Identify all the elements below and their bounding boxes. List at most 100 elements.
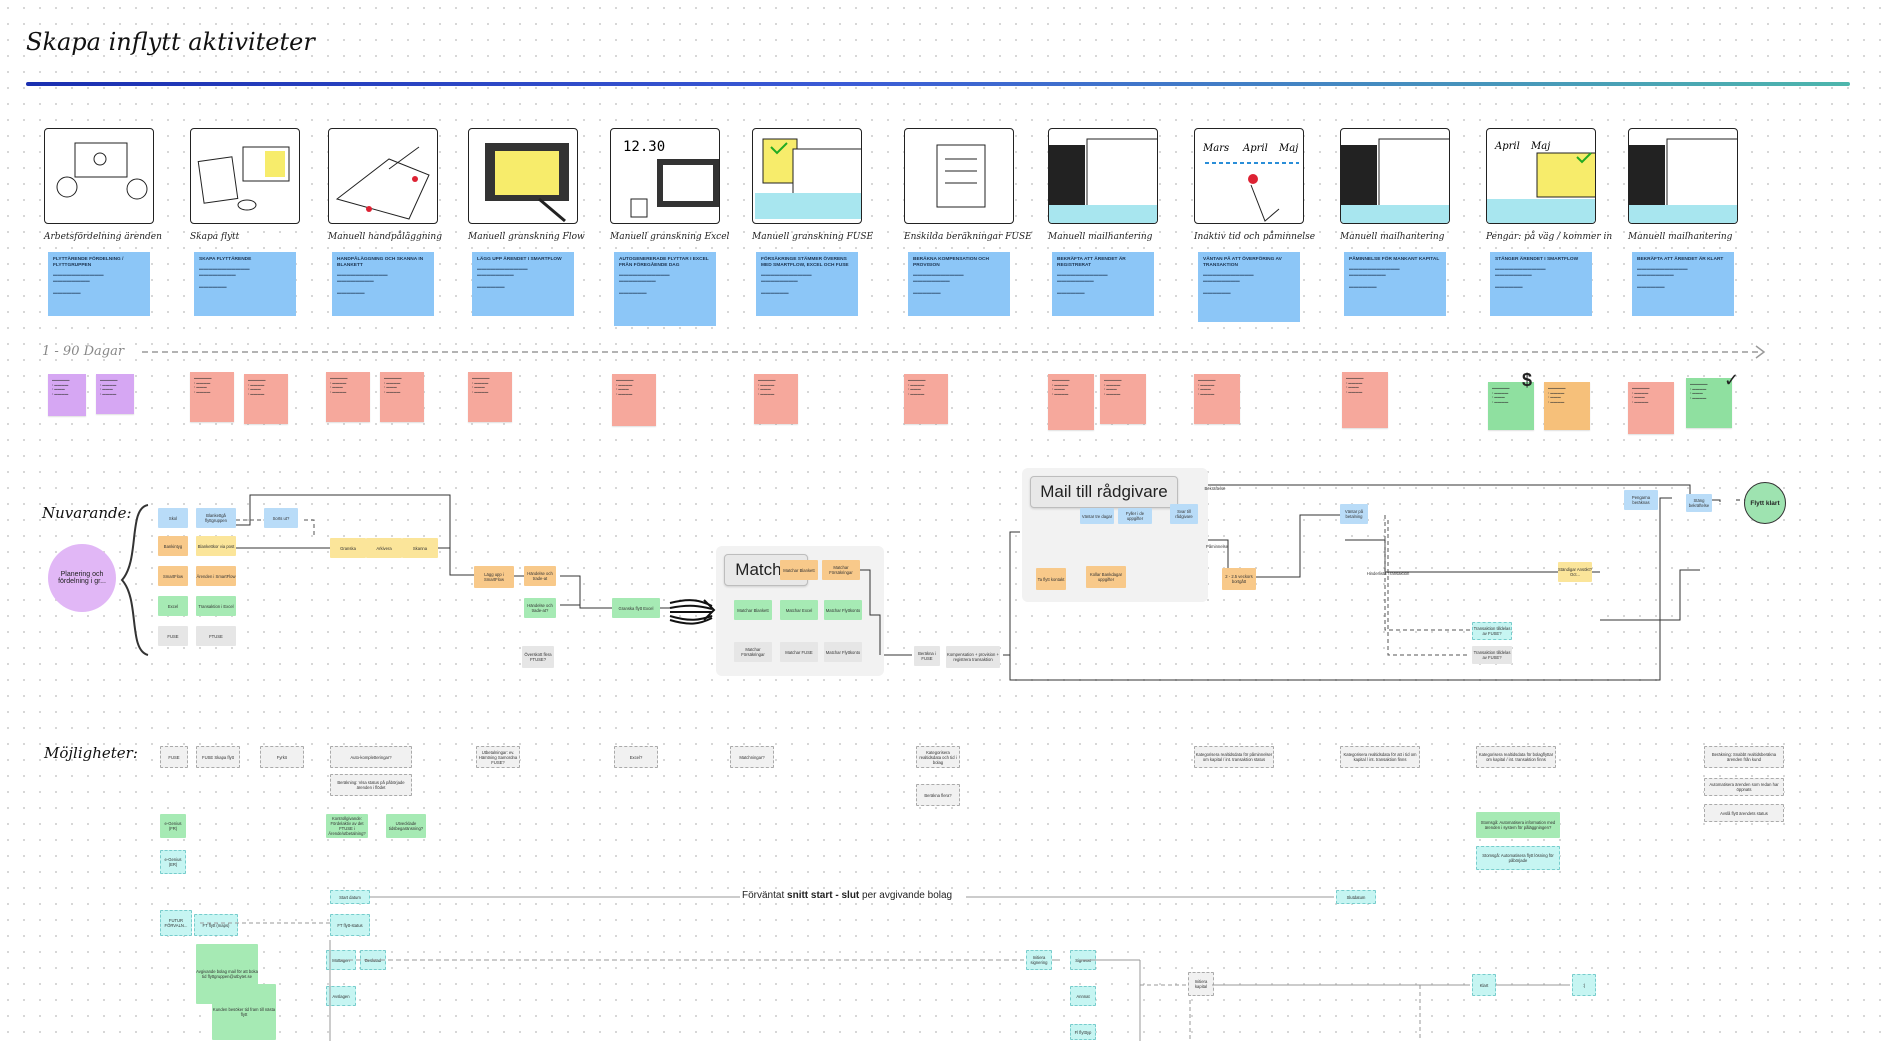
opportunity-node[interactable]: FUTUR FÖRVALN... xyxy=(160,910,192,936)
edge-label[interactable]: Påminnelse xyxy=(1206,543,1228,549)
opportunity-node[interactable]: Kategorisera realtidsdata för bolagflytt… xyxy=(1476,746,1556,768)
process-node[interactable]: Stäng bekräftelse xyxy=(1686,494,1712,512)
start-circle[interactable]: Planering och fördelning i gr... xyxy=(48,544,116,612)
opportunity-node[interactable]: Fl flytttyp xyxy=(1070,1024,1096,1040)
sticky-note[interactable]: ▬▬▬▬▬• ▬▬▬▬• ▬▬▬• ▬▬▬▬ xyxy=(1686,378,1732,428)
opportunity-node[interactable]: Initiera kapital xyxy=(1188,972,1214,996)
process-node[interactable]: Granska flytt Excel xyxy=(612,598,660,618)
opportunity-node[interactable]: Start datum xyxy=(330,890,370,904)
process-node[interactable]: Kompensation + provision + registrera tr… xyxy=(946,646,1000,668)
step-card[interactable]: FÖRSÄKRINGE STÄMMER ÖVERENS MED SMARTFLO… xyxy=(756,252,858,316)
opportunity-node[interactable]: Kontrollgivande: Fördelaktiv av det FTUS… xyxy=(326,814,368,838)
process-node[interactable]: Beräkna i FUSE xyxy=(914,646,940,666)
edge-label[interactable]: Bekräftelse xyxy=(1204,485,1226,491)
opportunity-node[interactable]: Auto-kompletteringar? xyxy=(330,746,412,768)
source-node[interactable]: FUSE xyxy=(158,626,188,646)
sticky-note[interactable]: ▬▬▬▬▬• ▬▬▬▬• ▬▬▬• ▬▬▬▬ xyxy=(1048,374,1094,430)
source-node[interactable]: Blankettgå flyttgruppen xyxy=(196,508,236,528)
end-circle[interactable]: Flytt klart xyxy=(1744,482,1786,524)
opportunity-node[interactable]: Kategorisera realtidsdata och tid i bola… xyxy=(916,746,960,768)
process-node[interactable]: Överskott flera FTUSE? xyxy=(522,646,554,668)
process-node[interactable]: Skanna xyxy=(402,538,438,558)
mail-node[interactable]: Väntar tre dagar xyxy=(1080,508,1114,524)
opportunity-node[interactable]: Kategorisera realtidsdata för att i tid … xyxy=(1340,746,1420,768)
opportunity-node[interactable]: Stomsgå: Automatisera information med är… xyxy=(1476,812,1560,838)
step-card[interactable]: HANDPÅLÄGGNING OCH SKANNA IN BLANKETT ▬▬… xyxy=(332,252,434,316)
process-node[interactable]: Transaktion tilldelas av FUSE? xyxy=(1472,646,1512,664)
process-node[interactable]: Lägg upp i SmartFlow xyxy=(474,566,514,588)
source-node[interactable]: Bankintyg xyxy=(158,536,188,556)
process-node[interactable]: Händelse och trade-at? xyxy=(524,598,556,618)
process-node[interactable]: Väntar på betalning xyxy=(1340,504,1368,524)
sticky-note[interactable]: ▬▬▬▬▬• ▬▬▬▬• ▬▬▬• ▬▬▬▬ xyxy=(1628,382,1674,434)
process-node[interactable]: Arkivera xyxy=(366,538,402,558)
opportunity-node[interactable]: Avslå flytt ärendets status xyxy=(1704,804,1784,822)
match-node[interactable]: Matchar FUSE xyxy=(780,642,818,662)
wait-node[interactable]: 2 - 2.5 veckors bortgått xyxy=(1222,568,1256,590)
mail-node[interactable]: Fyller i de uppgifter xyxy=(1118,508,1152,524)
sticky-note[interactable]: ▬▬▬▬▬• ▬▬▬▬• ▬▬▬• ▬▬▬▬ xyxy=(1100,374,1146,424)
sticky-note[interactable]: ▬▬▬▬▬• ▬▬▬▬• ▬▬▬• ▬▬▬▬ xyxy=(612,374,656,426)
sticky-note[interactable]: ▬▬▬▬▬• ▬▬▬▬• ▬▬▬• ▬▬▬▬ xyxy=(326,372,370,422)
source-node[interactable]: Transaktion i Excel xyxy=(196,596,236,616)
step-card[interactable]: BERÄKNA KOMPENSATION OCH PROVISION ▬▬▬▬▬… xyxy=(908,252,1010,316)
match-node[interactable]: Matchar Excel xyxy=(780,600,818,620)
match-node[interactable]: Matchar Blankett xyxy=(780,560,818,580)
opportunity-node[interactable]: Annnat xyxy=(1070,986,1096,1006)
sticky-note[interactable]: ▬▬▬▬▬• ▬▬▬▬• ▬▬▬• ▬▬▬▬ xyxy=(190,372,234,422)
opportunity-node[interactable]: Beräkna flera? xyxy=(916,784,960,806)
step-card[interactable]: FLYTTÄRENDE FÖRDELNING / FLYTTGRUPPEN ▬▬… xyxy=(48,252,150,316)
step-card[interactable]: BEKRÄFTA ATT ÄRENDET ÄR KLART ▬▬▬▬▬▬▬▬▬▬… xyxy=(1632,252,1734,316)
opportunity-node[interactable]: Klart xyxy=(1472,974,1496,996)
source-node[interactable]: Blankettkor via post xyxy=(196,536,236,556)
sticky-note[interactable]: ▬▬▬▬▬• ▬▬▬▬• ▬▬▬• ▬▬▬▬ xyxy=(468,372,512,422)
sticky-note[interactable]: ▬▬▬▬▬• ▬▬▬▬• ▬▬▬• ▬▬▬▬ xyxy=(1342,372,1388,428)
match-node[interactable]: Matchar Flyttkonto xyxy=(824,600,862,620)
sticky-note[interactable]: ▬▬▬▬▬• ▬▬▬▬• ▬▬▬• ▬▬▬▬ xyxy=(904,374,948,424)
opportunity-node[interactable]: Excel? xyxy=(614,746,658,768)
opportunity-node[interactable]: FUSE Skapa flytt xyxy=(196,746,240,768)
opportunity-node[interactable]: FT flytt (maps) xyxy=(194,914,238,936)
mail-node[interactable]: Ta flytt kontakt xyxy=(1036,568,1066,590)
process-node[interactable]: Ständigar Ansökt? Oct... xyxy=(1558,562,1592,582)
match-node[interactable]: Matchar Blankett xyxy=(734,600,772,620)
opportunity-node[interactable]: Initiera signering xyxy=(1026,950,1052,970)
step-card[interactable]: PÅMINNELSE FÖR MANKANT KAPITAL ▬▬▬▬▬▬▬▬▬… xyxy=(1344,252,1446,316)
opportunity-node[interactable]: Automatisera ärenden som redan har öppna… xyxy=(1704,778,1784,796)
opportunity-node[interactable]: e-Genius (FR) xyxy=(160,814,186,838)
opportunity-node[interactable]: Slutdatum xyxy=(1336,890,1376,904)
opportunity-node[interactable]: Matchningar? xyxy=(730,746,774,768)
match-node[interactable]: Matchar Försäkringar xyxy=(822,560,860,580)
opportunity-node[interactable]: Utvecklade tidsbegaränsning? xyxy=(386,814,426,838)
process-node[interactable]: Händelse och trade-at xyxy=(524,566,556,586)
opportunity-node[interactable]: FUSE xyxy=(160,746,188,768)
sticky-note[interactable]: ▬▬▬▬▬• ▬▬▬▬• ▬▬▬• ▬▬▬▬ xyxy=(1488,382,1534,430)
opportunity-node[interactable]: Avslagen xyxy=(326,986,356,1006)
source-node[interactable]: FTUSE xyxy=(196,626,236,646)
sticky-note[interactable]: ▬▬▬▬▬• ▬▬▬▬• ▬▬▬• ▬▬▬▬ xyxy=(1194,374,1240,424)
opportunity-node[interactable]: Beräkning: Snabbt realtidsberäkna ärende… xyxy=(1704,746,1784,768)
source-node[interactable]: SmartFlow xyxy=(158,566,188,586)
step-card[interactable]: LÄGG UPP ÄRENDET I SMARTFLOW ▬▬▬▬▬▬▬▬▬▬▬… xyxy=(472,252,574,316)
match-node[interactable]: Matchar Flyttkonto xyxy=(824,642,862,662)
sticky-note[interactable]: ▬▬▬▬▬• ▬▬▬▬• ▬▬▬• ▬▬▬▬ xyxy=(1544,382,1590,430)
step-card[interactable]: SKAPA FLYTTÄRENDE ▬▬▬▬▬▬▬▬▬▬▬▬▬▬▬▬▬▬▬▬▬▬… xyxy=(194,252,296,316)
sticky-note[interactable]: ▬▬▬▬▬• ▬▬▬▬• ▬▬▬• ▬▬▬▬ xyxy=(96,374,134,414)
edge-label[interactable]: Hinderlista Transaktion xyxy=(1366,570,1410,576)
opportunity-node[interactable]: Kategorisera realtidsdata för påminnelse… xyxy=(1194,746,1274,768)
sort-node[interactable]: Sorts ut? xyxy=(264,508,298,528)
source-node[interactable]: Excel xyxy=(158,596,188,616)
sticky-note[interactable]: ▬▬▬▬▬• ▬▬▬▬• ▬▬▬• ▬▬▬▬ xyxy=(48,374,86,416)
step-card[interactable]: AUTOGENERERADE FLYTTAR I EXCEL FRÅN FÖRE… xyxy=(614,252,716,326)
process-node[interactable]: Pengarna beräknas xyxy=(1624,490,1658,510)
opportunity-node[interactable]: Fyrkö xyxy=(260,746,304,768)
match-node[interactable]: Matchar Försäkringar xyxy=(734,642,772,662)
process-node[interactable]: Transaktion tilldelas av FUSE? xyxy=(1472,622,1512,640)
opportunity-node[interactable]: Beräkning: Visa status på påbörjade ären… xyxy=(330,774,412,796)
opportunity-node[interactable]: :) xyxy=(1572,974,1596,996)
step-card[interactable]: BEKRÄFTA ATT ÄRENDET ÄR REGISTRERAT ▬▬▬▬… xyxy=(1052,252,1154,316)
process-node[interactable]: Granska xyxy=(330,538,366,558)
sticky-note[interactable]: ▬▬▬▬▬• ▬▬▬▬• ▬▬▬• ▬▬▬▬ xyxy=(380,372,424,422)
opportunity-node[interactable]: Stomsgå: Automatisera flytt lösning för … xyxy=(1476,846,1560,870)
opportunity-node[interactable]: FT flytt-status xyxy=(330,914,370,936)
